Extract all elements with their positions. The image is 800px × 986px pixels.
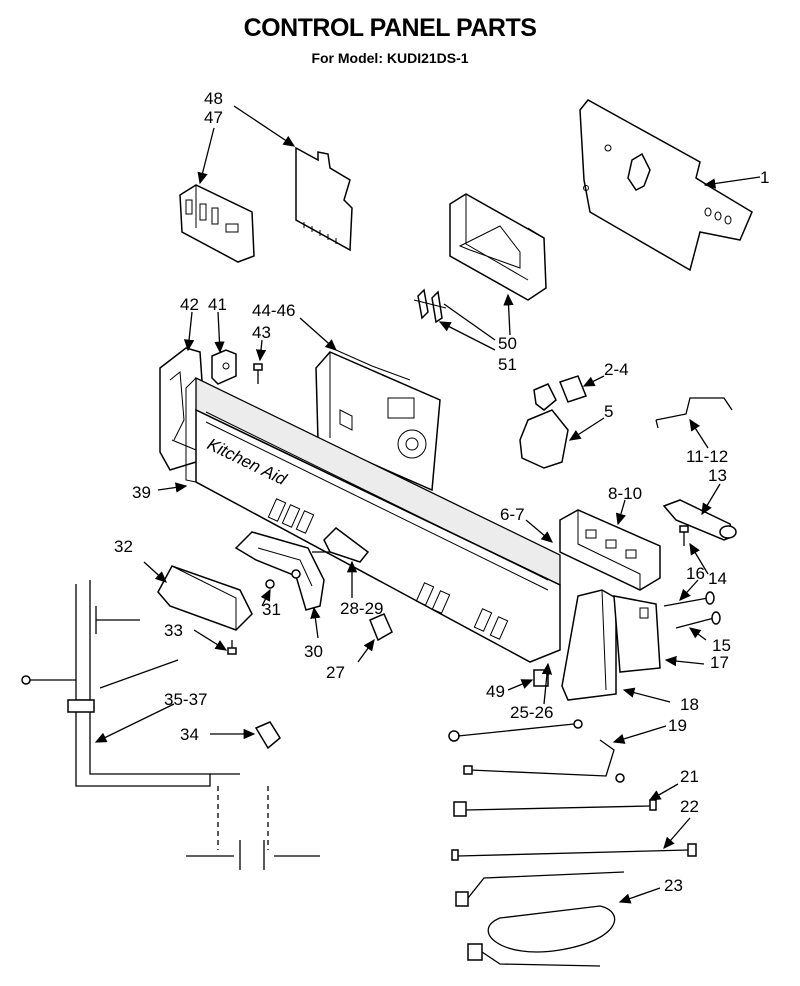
part-27-connector <box>369 613 393 642</box>
callout-6-7: 6-7 <box>500 505 525 524</box>
callout-27: 27 <box>326 663 345 682</box>
part-17-bracket <box>613 595 661 673</box>
part-41-bracket <box>211 349 237 385</box>
callout-22: 22 <box>680 797 699 816</box>
part-2-4-switch <box>533 375 587 411</box>
callout-35-37: 35-37 <box>164 690 207 709</box>
callout-50: 50 <box>498 334 517 353</box>
callout-labels: 1 2-4 5 6-7 8-10 11-12 13 14 15 16 17 18… <box>114 89 769 895</box>
callout-1: 1 <box>760 168 769 187</box>
callout-25-26: 25-26 <box>510 703 553 722</box>
callout-18: 18 <box>680 695 699 714</box>
callout-47: 47 <box>204 108 223 127</box>
part-22-wire <box>451 843 697 861</box>
callout-11-12: 11-12 <box>686 447 728 466</box>
part-34-clip <box>254 721 281 750</box>
part-11-12-wire-clip <box>655 397 733 429</box>
callout-31: 31 <box>262 600 281 619</box>
part-14-screw <box>679 525 689 546</box>
callout-5: 5 <box>604 402 613 421</box>
part-16-bolt <box>663 591 715 607</box>
part-19-wire-harness <box>448 719 625 783</box>
callout-23: 23 <box>664 876 683 895</box>
part-28-29-harness <box>312 527 370 563</box>
part-51-pins <box>413 288 447 324</box>
callout-17: 17 <box>710 653 729 672</box>
part-30-bracket <box>234 531 325 611</box>
model-subtitle: For Model: KUDI21DS-1 <box>311 50 469 66</box>
callout-34: 34 <box>180 725 199 744</box>
part-33-screw <box>227 640 237 655</box>
callout-51: 51 <box>498 355 517 374</box>
callout-13: 13 <box>708 466 727 485</box>
part-18-side-cover <box>561 589 617 701</box>
part-32-latch <box>157 565 253 631</box>
callout-19: 19 <box>668 716 687 735</box>
part-39-control-console: Kitchen Aid <box>185 376 561 663</box>
part-21-wire <box>453 799 657 817</box>
part-48-circuit-board <box>295 146 353 252</box>
callout-32: 32 <box>114 537 133 556</box>
part-47-terminal-block <box>179 184 255 263</box>
part-43-screw <box>253 363 263 384</box>
part-31-screw <box>265 569 301 589</box>
callout-15: 15 <box>712 636 731 655</box>
callout-41: 41 <box>208 295 227 314</box>
callout-49: 49 <box>486 682 505 701</box>
part-50-bracket <box>449 193 547 301</box>
part-8-10-housing <box>559 509 661 591</box>
part-15-bolt <box>675 611 721 629</box>
callout-43: 43 <box>252 323 271 342</box>
callout-8-10: 8-10 <box>608 484 642 503</box>
callout-16: 16 <box>686 564 705 583</box>
callout-48: 48 <box>204 89 223 108</box>
part-5-actuator <box>519 409 569 469</box>
part-44-46-control-module <box>315 349 441 492</box>
callout-44-46: 44-46 <box>252 301 295 320</box>
part-35-37-duct-assembly <box>21 580 320 870</box>
part-13-sensor <box>662 499 737 541</box>
callout-42: 42 <box>180 295 199 314</box>
diagram-title: CONTROL PANEL PARTS <box>243 14 537 42</box>
callout-30: 30 <box>304 642 323 661</box>
callout-28-29: 28-29 <box>340 599 383 618</box>
callout-39: 39 <box>132 483 151 502</box>
part-1-mounting-plate <box>579 99 753 272</box>
callout-21: 21 <box>680 767 699 786</box>
callout-33: 33 <box>164 621 183 640</box>
callout-14: 14 <box>708 569 727 588</box>
part-23-wire-harness <box>455 871 625 967</box>
callout-2-4: 2-4 <box>604 360 629 379</box>
